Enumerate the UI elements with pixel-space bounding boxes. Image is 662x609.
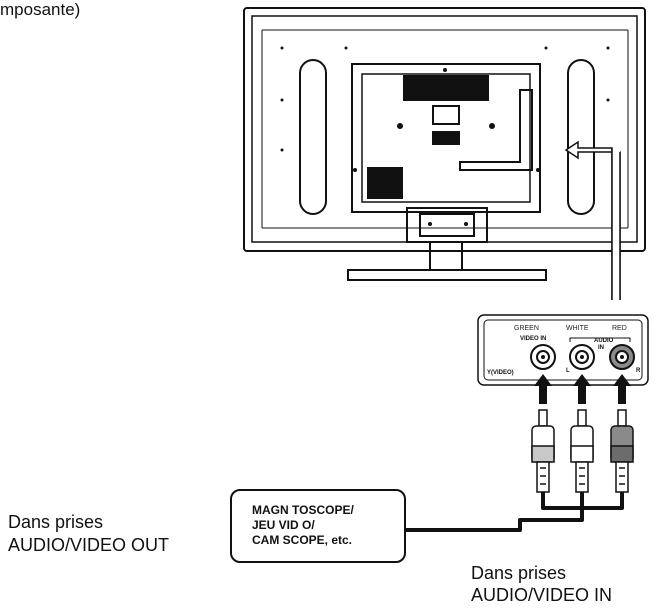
label-green: GREEN: [514, 325, 539, 332]
label-y-video: Y(VIDEO): [487, 370, 514, 376]
plug-video: [531, 409, 555, 493]
label-video-in: VIDEO IN: [520, 336, 546, 342]
source-device: MAGN TOSCOPE/ JEU VID O/ CAM SCOPE, etc.: [230, 489, 406, 563]
top-caption: mposante): [0, 0, 80, 20]
output-caption: Dans prises AUDIO/VIDEO OUT: [8, 511, 169, 557]
label-white: WHITE: [566, 325, 589, 332]
source-device-line-2: JEU VID O/: [252, 518, 315, 532]
signal-route-arrow: [564, 140, 621, 300]
output-caption-line-2: AUDIO/VIDEO OUT: [8, 535, 170, 555]
arrow-up-icon: [613, 374, 631, 404]
audio-left-jack: [569, 344, 595, 370]
label-channel-r: R: [636, 368, 641, 374]
arrow-up-icon: [573, 374, 591, 404]
av-cable: [406, 492, 624, 532]
label-audio: AUDIO: [594, 338, 614, 344]
arrow-up-icon: [534, 374, 552, 404]
label-audio-in: IN: [598, 345, 604, 351]
input-caption: Dans prises AUDIO/VIDEO IN: [471, 562, 612, 606]
source-device-label: MAGN TOSCOPE/ JEU VID O/ CAM SCOPE, etc.: [252, 503, 354, 548]
tv-rear-view: [243, 7, 646, 281]
audio-right-jack: [609, 344, 635, 370]
top-caption-line: mposante): [0, 0, 81, 19]
rca-plugs: [531, 409, 634, 493]
source-device-line-3: CAM SCOPE, etc.: [252, 533, 353, 547]
input-caption-line-1: Dans prises: [471, 563, 567, 583]
label-red: RED: [612, 325, 627, 332]
output-caption-line-1: Dans prises: [8, 512, 104, 532]
plug-audio-left: [570, 409, 594, 493]
source-device-line-1: MAGN TOSCOPE/: [252, 503, 354, 517]
input-caption-line-2: AUDIO/VIDEO IN: [471, 585, 613, 605]
input-panel: GREEN WHITE RED VIDEO IN AUDIO IN Y(VIDE…: [477, 314, 649, 386]
label-channel-l: L: [566, 368, 570, 374]
plug-arrows: [534, 374, 631, 404]
plug-audio-right: [610, 409, 634, 493]
video-jack: [530, 344, 556, 370]
